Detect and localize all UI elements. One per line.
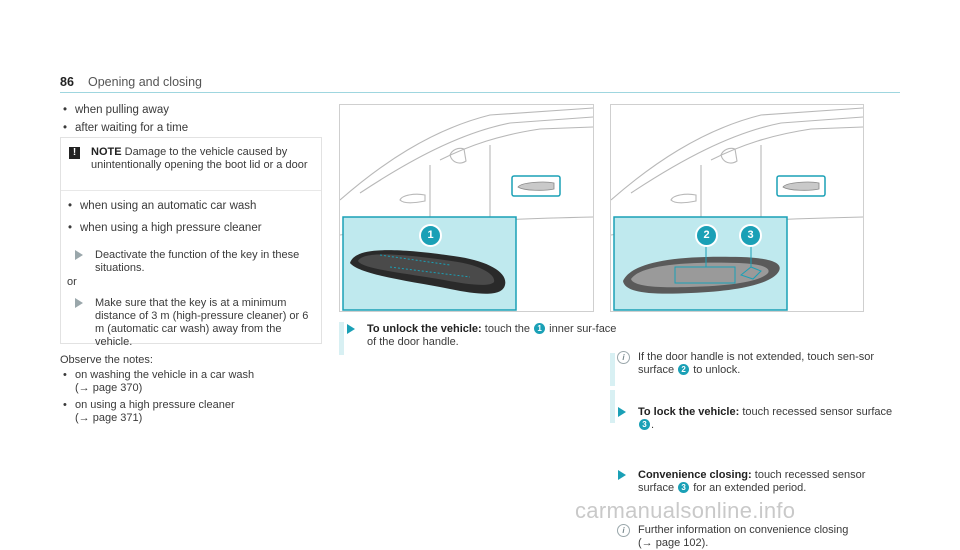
info-further-note: i Further information on convenience clo… bbox=[610, 524, 894, 550]
step-highlight bbox=[610, 353, 615, 386]
step-arrow-icon bbox=[75, 298, 83, 308]
notice-bullets: when using an automatic car wash when us… bbox=[67, 199, 315, 235]
notice-description: Damage to the vehicle caused by unintent… bbox=[91, 146, 308, 171]
notice-header: ! NOTE Damage to the vehicle caused by u… bbox=[61, 138, 321, 191]
convenience-text: touch recessed sensor surface bbox=[638, 469, 866, 494]
lock-step: To lock the vehicle: touch recessed sens… bbox=[610, 406, 894, 432]
observe-heading: Observe the notes: bbox=[60, 354, 153, 366]
notice-step-distance: Make sure that the key is at a minimum d… bbox=[67, 297, 315, 349]
observe-text: on washing the vehicle in a car wash bbox=[75, 369, 255, 381]
header-divider bbox=[60, 92, 900, 93]
page-reference-link[interactable]: (→ page 102). bbox=[638, 537, 709, 549]
step-arrow-icon bbox=[347, 324, 355, 334]
callout-badge: 3 bbox=[678, 482, 690, 493]
page-reference-link[interactable]: (→ page 370) bbox=[75, 382, 143, 394]
unlock-text: inner sur-face of the door handle. bbox=[367, 323, 617, 348]
list-item: when using a high pressure cleaner bbox=[67, 221, 315, 235]
observe-text: on using a high pressure cleaner bbox=[75, 399, 235, 411]
step-highlight bbox=[610, 390, 615, 423]
list-item: when using an automatic car wash bbox=[67, 199, 315, 213]
step-arrow-icon bbox=[618, 470, 626, 480]
step-text: Deactivate the function of the key in th… bbox=[95, 249, 300, 274]
info-unlock-note: i If the door handle is not extended, to… bbox=[610, 351, 894, 377]
page-number: 86 bbox=[60, 75, 74, 89]
notice-text: NOTE Damage to the vehicle caused by uni… bbox=[91, 146, 311, 172]
figure-inner-handle: 1 bbox=[339, 104, 594, 312]
callout-badge: 2 bbox=[695, 224, 718, 247]
callout-badge: 1 bbox=[419, 224, 442, 247]
car-door-illustration bbox=[340, 107, 593, 311]
callout-badge: 3 bbox=[639, 419, 650, 430]
notice-label: NOTE bbox=[91, 146, 122, 158]
step-arrow-icon bbox=[618, 407, 626, 417]
figure-handle-sensors: 2 3 bbox=[610, 104, 864, 312]
lock-text: touch recessed sensor surface bbox=[742, 406, 893, 418]
list-item: on washing the vehicle in a car wash (→ … bbox=[62, 369, 312, 395]
unlock-label: To unlock the vehicle: bbox=[367, 323, 482, 335]
info-text: Further information on convenience closi… bbox=[638, 524, 849, 536]
observe-bullets: on washing the vehicle in a car wash (→ … bbox=[62, 369, 312, 429]
top-bullet-list: when pulling away after waiting for a ti… bbox=[62, 103, 312, 139]
info-text: If the door handle is not extended, touc… bbox=[638, 351, 875, 376]
convenience-text: for an extended period. bbox=[693, 482, 807, 494]
or-separator: or bbox=[67, 276, 77, 288]
page-reference-link[interactable]: (→ page 371) bbox=[75, 412, 143, 424]
notice-box: ! NOTE Damage to the vehicle caused by u… bbox=[60, 137, 322, 348]
list-item: when pulling away bbox=[62, 103, 312, 117]
unlock-step: To unlock the vehicle: touch the 1 inner… bbox=[339, 323, 622, 349]
watermark: carmanualsonline.info bbox=[575, 498, 796, 523]
list-item: after waiting for a time bbox=[62, 121, 312, 135]
callout-badge: 3 bbox=[739, 224, 762, 247]
list-item: on using a high pressure cleaner (→ page… bbox=[62, 399, 312, 425]
section-title: Opening and closing bbox=[88, 75, 202, 89]
info-icon: i bbox=[617, 524, 630, 537]
convenience-label: Convenience closing: bbox=[638, 469, 752, 481]
unlock-text: touch the bbox=[484, 323, 531, 335]
step-text: Make sure that the key is at a minimum d… bbox=[95, 297, 309, 348]
info-icon: i bbox=[617, 351, 630, 364]
notice-step-deactivate: Deactivate the function of the key in th… bbox=[67, 249, 315, 275]
lock-label: To lock the vehicle: bbox=[638, 406, 740, 418]
callout-badge: 1 bbox=[534, 323, 546, 334]
warning-icon: ! bbox=[69, 147, 80, 159]
info-text: to unlock. bbox=[693, 364, 741, 376]
step-highlight bbox=[339, 322, 344, 355]
car-door-illustration bbox=[611, 107, 863, 311]
notice-body: when using an automatic car wash when us… bbox=[67, 199, 315, 349]
step-arrow-icon bbox=[75, 250, 83, 260]
convenience-closing-step: Convenience closing: touch recessed sens… bbox=[610, 469, 894, 495]
callout-badge: 2 bbox=[678, 364, 690, 375]
